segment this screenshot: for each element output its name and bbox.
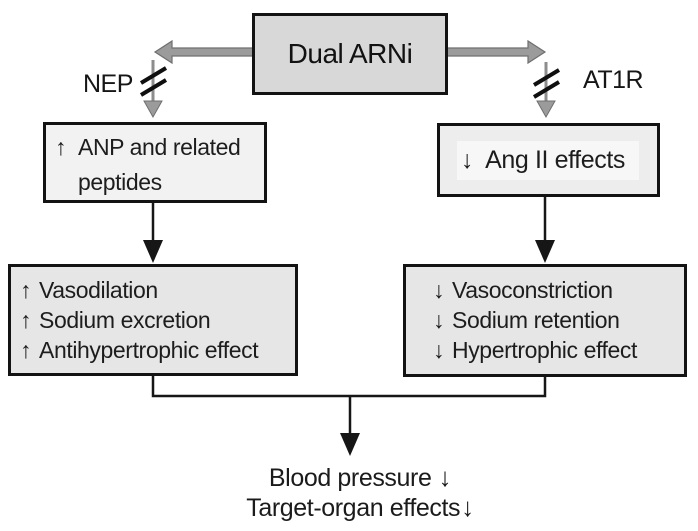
ang-box-highlight: ↓ Ang II effects [457,140,639,180]
effect-label: Sodium retention [452,307,620,333]
effect-row: ↓ Vasoconstriction [433,275,684,305]
ang-to-effects-arrow-icon [535,197,555,263]
angiotensin-effects-box: ↓ Vasoconstriction ↓ Sodium retention ↓ … [403,264,687,377]
outcome-arrow-icon [340,396,360,456]
outcome-line-target-organ: Target-organ effects↓ [160,493,560,523]
effect-row: ↑ Sodium excretion [20,305,295,335]
effect-row: ↑ Antihypertrophic effect [20,335,295,365]
ang-ii-effects-box: ↓ Ang II effects [437,123,660,197]
dual-arni-label: Dual ARNi [287,38,413,69]
down-arrow-icon: ↓ [433,277,445,303]
anp-box-line1: ANP and related [78,134,241,160]
anp-box-text: ANP and related peptides [78,130,241,200]
at1r-inhibition-arrow-icon [532,62,561,119]
down-arrow-icon: ↓ [433,307,445,333]
down-arrow-icon: ↓ [461,492,474,522]
effect-label: Vasoconstriction [452,277,613,303]
effect-label: Sodium excretion [39,307,211,333]
at1r-label: AT1R [583,66,644,94]
outcome-line-blood-pressure: Blood pressure↓ [160,463,560,493]
effect-label: Hypertrophic effect [452,337,638,363]
anp-box-line2: peptides [78,169,162,195]
anp-to-effects-arrow-icon [143,203,163,263]
down-arrow-icon: ↓ [438,462,452,492]
outcomes-text: Blood pressure↓ Target-organ effects↓ [160,463,560,523]
up-arrow-icon: ↑ [55,134,67,160]
nep-inhibition-arrow-icon [139,60,168,119]
effect-row: ↓ Sodium retention [433,305,684,335]
ang-box-label: Ang II effects [485,145,625,174]
effect-label: Antihypertrophic effect [39,337,259,363]
outcome-label: Target-organ effects [246,494,461,522]
effect-row: ↓ Hypertrophic effect [433,335,684,365]
outcome-label: Blood pressure [268,464,432,492]
merge-bracket-line [151,374,547,398]
dual-arni-box: Dual ARNi [252,13,448,95]
up-arrow-icon: ↑ [20,337,32,363]
arni-to-at1r-arrow-icon [445,39,547,65]
nep-label: NEP [83,70,133,98]
down-arrow-icon: ↓ [433,337,445,363]
anp-peptides-box: ↑ ANP and related peptides [43,122,267,203]
natriuretic-effects-box: ↑ Vasodilation ↑ Sodium excretion ↑ Anti… [8,264,298,376]
arni-to-nep-arrow-icon [153,39,254,65]
effect-row: ↑ Vasodilation [20,275,295,305]
effect-label: Vasodilation [39,277,158,303]
down-arrow-icon: ↓ [461,145,474,174]
up-arrow-icon: ↑ [20,277,32,303]
up-arrow-icon: ↑ [20,307,32,333]
